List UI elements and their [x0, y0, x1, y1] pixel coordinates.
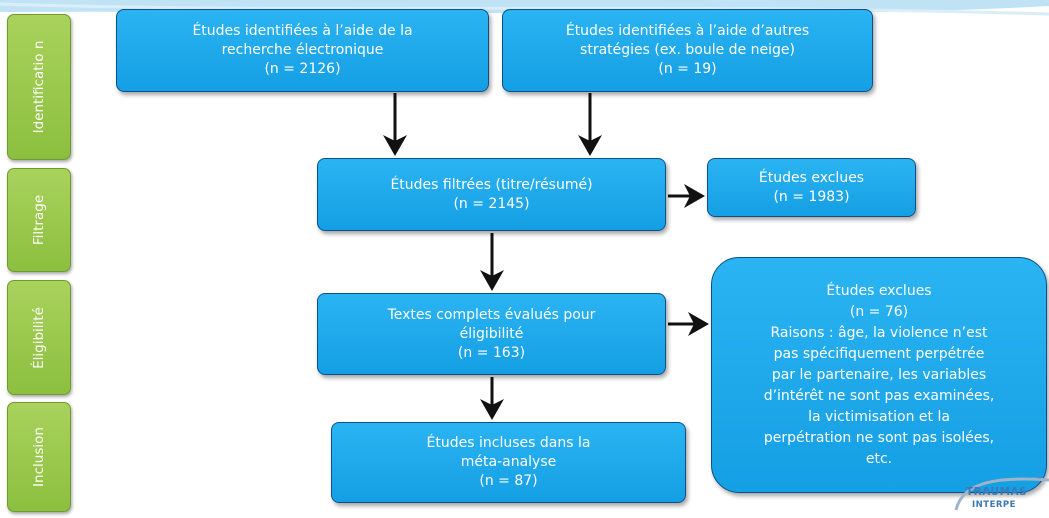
logo-line2: INTERPE: [972, 500, 1016, 510]
box-fulltext: Textes complets évalués pour éligibilité…: [317, 293, 666, 375]
reason-line: etc.: [865, 450, 893, 467]
reason-line: perpétration ne sont pas isolées,: [763, 429, 995, 446]
reason-line: par le partenaire, les variables: [771, 366, 987, 383]
box-identified-electronic: Études identifiées à l’aide de la recher…: [116, 9, 489, 92]
stage-filtrage: Filtrage: [7, 168, 71, 272]
box-count: (n = 1983): [773, 188, 850, 205]
box-text: Études identifiées à l’aide d’autres: [565, 23, 810, 39]
logo-corner-letter: C: [1037, 474, 1042, 481]
box-count: (n = 2145): [453, 195, 530, 212]
box-count: (n = 19): [658, 61, 717, 77]
box-text: Études identifiées à l’aide de la: [192, 23, 413, 39]
reason-line: Raisons : âge, la violence n’est: [770, 324, 988, 341]
box-text: recherche électronique: [221, 42, 384, 58]
organization-logo: C TRAUMAS INTERPE: [952, 470, 1049, 518]
box-text: éligibilité: [459, 325, 524, 342]
stage-identification: Identificatio n: [7, 14, 71, 160]
stage-eligibilite: Éligibilité: [7, 280, 71, 395]
box-text: Études exclues: [758, 169, 865, 186]
box-excluded-fulltext: Études exclues (n = 76) Raisons : âge, l…: [711, 257, 1047, 493]
reason-line: pas spécifiquement perpétrée: [773, 345, 985, 362]
box-screened: Études filtrées (titre/résumé) (n = 2145…: [317, 158, 666, 231]
stage-label: Éligibilité: [31, 306, 47, 369]
box-text: Études incluses dans la: [426, 435, 591, 451]
box-text: Textes complets évalués pour: [387, 306, 596, 323]
box-identified-other: Études identifiées à l’aide d’autres str…: [502, 9, 873, 92]
box-count: (n = 87): [479, 473, 538, 489]
reason-line: la victimisation et la: [808, 408, 950, 425]
box-count: (n = 163): [457, 344, 526, 361]
stage-label: Inclusion: [31, 427, 47, 487]
box-excluded-screening: Études exclues (n = 1983): [707, 158, 916, 217]
logo-arc: [954, 477, 1049, 511]
logo-line1: TRAUMAS: [966, 486, 1028, 498]
stage-label: Identificatio n: [31, 40, 47, 134]
box-text: Études exclues: [826, 282, 932, 299]
reason-line: d’intérêt ne sont pas examinées,: [763, 387, 995, 404]
box-count: (n = 2126): [264, 61, 341, 77]
stage-label: Filtrage: [31, 194, 47, 246]
box-text: stratégies (ex. boule de neige): [580, 42, 795, 58]
box-count: (n = 76): [849, 303, 909, 320]
box-text: méta-analyse: [460, 454, 557, 470]
box-text: Études filtrées (titre/résumé): [390, 176, 593, 193]
box-included: Études incluses dans la méta-analyse (n …: [331, 422, 686, 503]
stage-inclusion: Inclusion: [7, 402, 71, 512]
